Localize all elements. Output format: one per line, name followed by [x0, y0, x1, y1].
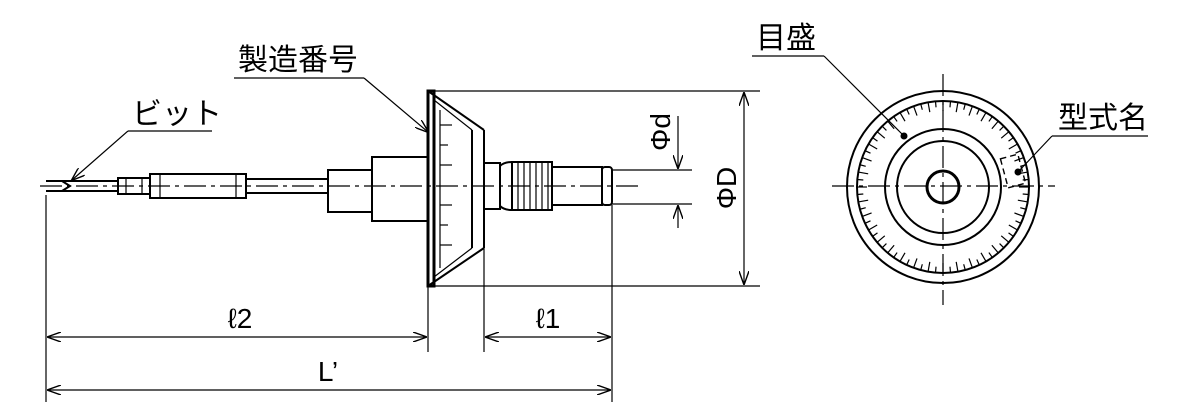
L-dimension-label: L’ — [318, 356, 338, 387]
scale-tick — [1008, 137, 1014, 142]
scale-tick — [934, 266, 937, 273]
side-view: ℓ2 ℓ1 L’ ΦD Φd ビット 製造番号 — [40, 44, 760, 402]
scale-tick — [920, 103, 923, 110]
scale-tick — [859, 207, 866, 210]
scale-tick — [872, 232, 878, 237]
scale-tick — [864, 150, 871, 154]
scale-tick — [887, 244, 895, 254]
scale-tick — [980, 112, 987, 122]
model-name-plate — [999, 153, 1027, 189]
scale-tick — [864, 220, 871, 224]
scale-tick — [1015, 150, 1022, 154]
scale-tick — [861, 212, 872, 217]
D-dimension-label: ΦD — [711, 167, 742, 210]
scale-tick — [1022, 193, 1029, 196]
dial-inner-ring — [896, 140, 990, 234]
scale-tick — [968, 258, 973, 269]
shaft-shape — [149, 156, 429, 222]
scale-tick — [949, 101, 952, 108]
scale-tick — [893, 252, 898, 258]
handle-shape — [483, 160, 613, 212]
model-name-leader — [1017, 135, 1053, 173]
scale-tick — [1008, 224, 1018, 231]
serial-number-label: 製造番号 — [238, 44, 358, 77]
dial-body — [426, 89, 485, 288]
front-view: 目盛 型式名 — [752, 22, 1148, 305]
dial-hole — [925, 169, 961, 205]
scale-tick — [858, 199, 869, 203]
scale-tick — [868, 224, 878, 231]
scale-tick — [991, 244, 999, 254]
scale-ticks — [857, 101, 1029, 273]
scale-tick — [887, 120, 895, 130]
scale-tick — [872, 137, 878, 142]
scale-leader — [823, 55, 905, 137]
serial-number-leader — [363, 77, 428, 132]
scale-tick — [955, 261, 959, 272]
scale-tick — [861, 157, 872, 162]
scale-tick — [1017, 199, 1028, 203]
scale-tick — [988, 116, 993, 122]
scale-tick — [980, 252, 987, 262]
scale-tick — [881, 125, 887, 131]
bit-label: ビット — [132, 98, 222, 131]
scale-tick — [949, 266, 952, 273]
scale-tick — [955, 102, 959, 113]
scale-tick — [906, 259, 910, 266]
scale-tick — [976, 108, 980, 115]
scale-tick — [899, 112, 906, 122]
scale-tick — [988, 252, 993, 258]
scale-tick — [999, 125, 1005, 131]
scale-tick — [1022, 178, 1029, 181]
dial-middle-ring — [884, 128, 1002, 246]
scale-tick — [913, 105, 918, 116]
scale-tick — [927, 102, 931, 113]
scale-tick — [927, 261, 931, 272]
l1-dimension-label: ℓ1 — [536, 303, 561, 334]
scale-tick — [999, 243, 1005, 249]
scale-tick — [1008, 232, 1014, 237]
scale-tick — [991, 120, 999, 130]
dial-outer-ring — [846, 90, 1040, 284]
scale-tick — [1000, 131, 1010, 139]
bit-leader — [72, 130, 129, 180]
scale-tick — [1020, 207, 1027, 210]
extension-lines — [45, 90, 760, 402]
scale-tick — [968, 105, 973, 116]
model-name-label: 型式名 — [1058, 102, 1148, 135]
scale-tick — [1015, 220, 1022, 224]
scale-tick — [857, 178, 864, 181]
scale-tick — [881, 243, 887, 249]
scale-tick — [859, 164, 866, 167]
scale-tick — [934, 101, 937, 108]
scale-tick — [876, 131, 886, 139]
scale-tick — [858, 171, 869, 175]
scale-label: 目盛 — [756, 22, 816, 55]
scale-tick — [906, 108, 910, 115]
scale-tick — [963, 103, 966, 110]
scale-tick — [899, 252, 906, 262]
scale-tick — [876, 235, 886, 243]
scale-tick — [1014, 212, 1025, 217]
scale-tick — [913, 258, 918, 269]
scale-tick — [857, 193, 864, 196]
scale-tick — [893, 116, 898, 122]
scale-tick — [868, 143, 878, 150]
scale-tick — [920, 264, 923, 271]
d-dimension-label: Φd — [645, 113, 676, 151]
scale-tick — [1008, 143, 1018, 150]
scale-tick — [1000, 235, 1010, 243]
l2-dimension-label: ℓ2 — [228, 303, 253, 334]
scale-tick — [976, 259, 980, 266]
scale-tick — [963, 264, 966, 271]
